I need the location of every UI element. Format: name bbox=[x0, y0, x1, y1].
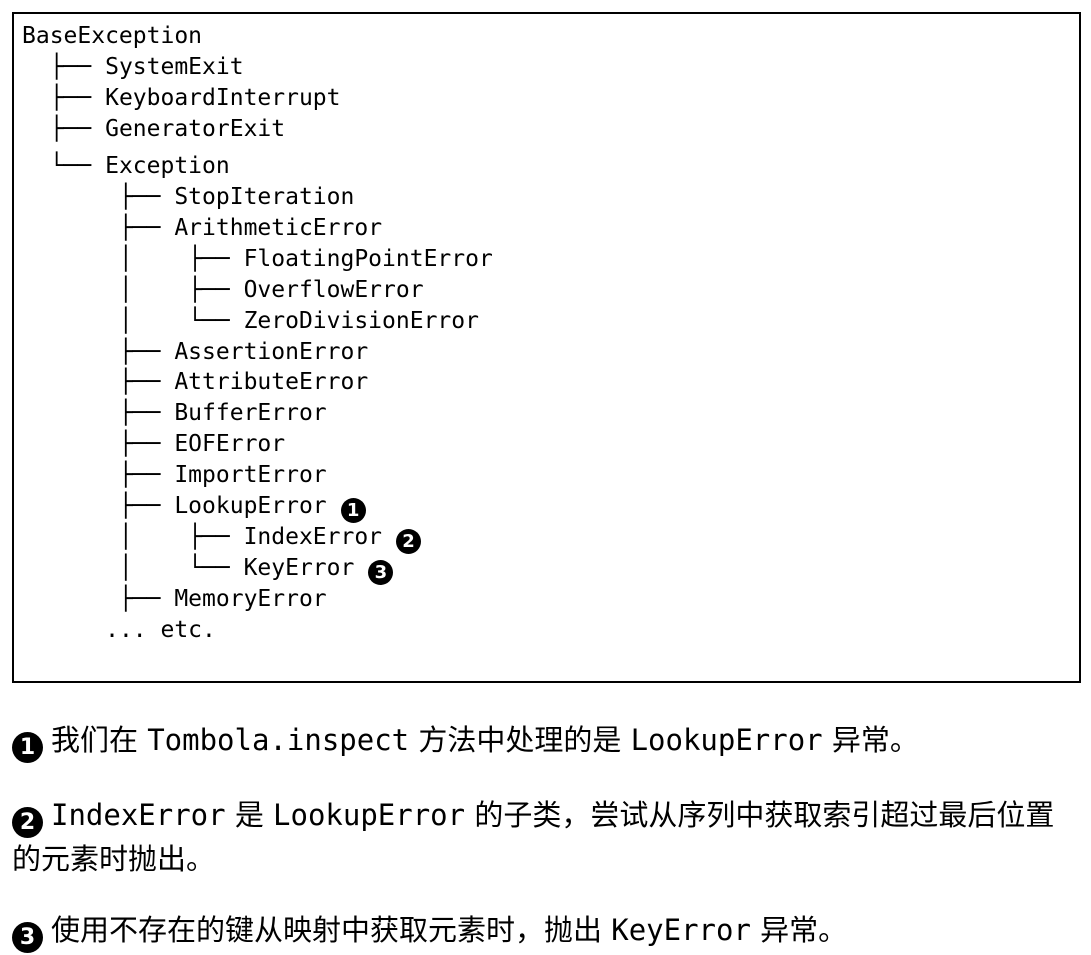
tree-node-label: AssertionError bbox=[174, 339, 369, 365]
tree-node-import-error: ├── ImportError bbox=[22, 460, 327, 491]
tree-connector: │ └── bbox=[22, 308, 244, 334]
tree-connector bbox=[22, 617, 105, 643]
note-code: KeyError bbox=[611, 913, 751, 947]
tree-connector: │ ├── bbox=[22, 277, 244, 303]
note-callout-3: 3 bbox=[12, 922, 43, 953]
tree-node-label: MemoryError bbox=[174, 586, 327, 612]
tree-connector: ├── bbox=[22, 184, 175, 210]
tree-node-label: FloatingPointError bbox=[243, 246, 493, 272]
note-text: 使用不存在的键从映射中获取元素时，抛出 bbox=[51, 913, 612, 947]
tree-connector: └── bbox=[22, 153, 106, 179]
tree-node-label: Exception bbox=[105, 153, 230, 179]
note-text: 异常。 bbox=[822, 723, 919, 757]
tree-node-system-exit: ├── SystemExit bbox=[22, 52, 244, 83]
note-text: 方法中处理的是 bbox=[409, 723, 631, 757]
tree-node-lookup-error: ├── LookupError 1 bbox=[22, 491, 366, 523]
tree-connector: ├── bbox=[22, 493, 175, 519]
tree-node-label: SystemExit bbox=[105, 54, 244, 80]
tree-connector: ├── bbox=[22, 339, 175, 365]
note-code: Tombola.inspect bbox=[147, 723, 410, 757]
tree-node-label: ... etc. bbox=[105, 617, 216, 643]
tree-node-label: AttributeError bbox=[174, 369, 369, 395]
tree-node-label: KeyboardInterrupt bbox=[105, 85, 341, 111]
tree-node-keyboard-interrupt: ├── KeyboardInterrupt bbox=[22, 83, 341, 114]
tree-node-label: LookupError bbox=[174, 493, 327, 519]
tree-connector: ├── bbox=[22, 369, 175, 395]
tree-node-attribute-error: ├── AttributeError bbox=[22, 367, 368, 398]
note-text: 我们在 bbox=[51, 723, 148, 757]
tree-node-label: EOFError bbox=[174, 431, 286, 457]
tree-connector: │ ├── bbox=[22, 246, 244, 272]
tree-node-exception: └── Exception bbox=[22, 151, 230, 182]
note-code: LookupError bbox=[630, 723, 823, 757]
tree-node-label: OverflowError bbox=[243, 277, 424, 303]
tree-node-arithmetic-error: ├── ArithmeticError bbox=[22, 213, 382, 244]
tree-node-generator-exit: ├── GeneratorExit bbox=[22, 114, 285, 145]
note-1: 1 我们在 Tombola.inspect 方法中处理的是 LookupError… bbox=[12, 719, 1080, 763]
tree-node-key-error: │ └── KeyError 3 bbox=[22, 553, 394, 585]
tree-node-assertion-error: ├── AssertionError bbox=[22, 337, 368, 368]
tree-connector: ├── bbox=[22, 85, 106, 111]
tree-node-label: StopIteration bbox=[174, 184, 355, 210]
callout-marker-1: 1 bbox=[340, 498, 366, 523]
tree-connector: ├── bbox=[22, 215, 175, 241]
tree-connector: ├── bbox=[22, 462, 175, 488]
note-callout-2: 2 bbox=[12, 807, 43, 838]
tree-connector: ├── bbox=[22, 586, 175, 612]
tree-node-label: BufferError bbox=[174, 400, 327, 426]
tree-connector: ├── bbox=[22, 116, 106, 142]
tree-node-label: IndexError bbox=[243, 524, 383, 550]
tree-node-stop-iteration: ├── StopIteration bbox=[22, 182, 354, 213]
tree-node-overflow-error: │ ├── OverflowError bbox=[22, 275, 424, 306]
note-callout-1: 1 bbox=[12, 732, 43, 763]
tree-node-zero-division-error: │ └── ZeroDivisionError bbox=[22, 306, 479, 337]
tree-node-label: ImportError bbox=[174, 462, 327, 488]
note-3: 3 使用不存在的键从映射中获取元素时，抛出 KeyError 异常。 bbox=[12, 909, 1080, 953]
callout-marker-3: 3 bbox=[368, 560, 394, 585]
note-code: LookupError bbox=[273, 798, 466, 832]
tree-node-etc: ... etc. bbox=[22, 615, 216, 646]
tree-connector: ├── bbox=[22, 400, 175, 426]
note-text: 异常。 bbox=[750, 913, 848, 947]
tree-node-label: GeneratorExit bbox=[105, 116, 286, 142]
tree-node-buffer-error: ├── BufferError bbox=[22, 398, 327, 429]
tree-node-index-error: │ ├── IndexError 2 bbox=[22, 522, 422, 554]
note-text: 的子类，尝试从序列中获取索引超过最后位置的元素时抛出。 bbox=[12, 798, 1055, 876]
tree-node-label: KeyError bbox=[243, 555, 355, 581]
tree-connector: ├── bbox=[22, 431, 175, 457]
tree-node-label: ArithmeticError bbox=[174, 215, 383, 241]
tree-connector: │ └── bbox=[22, 555, 244, 581]
exception-tree-box: BaseException ├── SystemExit ├── Keyboar… bbox=[12, 12, 1081, 683]
callout-marker-2: 2 bbox=[396, 529, 422, 554]
note-2: 2 IndexError 是 LookupError 的子类，尝试从序列中获取索引… bbox=[12, 794, 1080, 880]
tree-node-memory-error: ├── MemoryError bbox=[22, 584, 327, 615]
tree-node-floating-point-error: │ ├── FloatingPointError bbox=[22, 244, 493, 275]
note-text: 是 bbox=[225, 798, 274, 832]
tree-node-label: ZeroDivisionError bbox=[243, 308, 479, 334]
tree-connector: ├── bbox=[22, 54, 106, 80]
tree-node-eof-error: ├── EOFError bbox=[22, 429, 285, 460]
tree-connector: │ ├── bbox=[22, 524, 244, 550]
note-code: IndexError bbox=[51, 798, 226, 832]
tree-root: BaseException bbox=[22, 23, 203, 49]
